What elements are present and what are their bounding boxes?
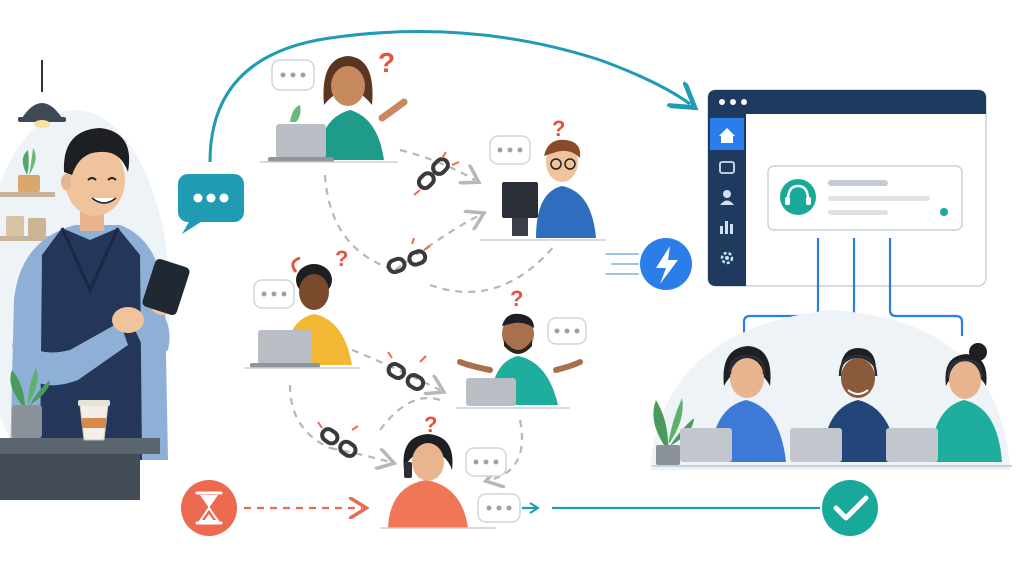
- user-icon: [720, 190, 734, 205]
- checkmark-icon: [833, 495, 869, 521]
- agent-5: ?: [380, 412, 521, 529]
- cafe-counter: [0, 368, 160, 500]
- question-mark-icon: ?: [378, 47, 395, 78]
- agent-3: ?: [244, 246, 360, 369]
- bar-chart-icon: [720, 221, 733, 234]
- speed-lines: [605, 253, 639, 275]
- agent-2: ?: [480, 116, 606, 241]
- home-icon: [719, 128, 735, 143]
- broken-chain-link-icon: [386, 237, 431, 275]
- broken-chain-link-icon: [413, 151, 460, 196]
- direct-route-arrow: [208, 30, 690, 163]
- agent-1: ?: [260, 47, 408, 163]
- resolved-badge: [822, 480, 878, 536]
- chat-bubble: [253, 279, 295, 309]
- inbox-icon: [719, 161, 735, 174]
- headset-icon: [946, 358, 984, 379]
- headset-icon: [785, 184, 811, 205]
- ticket-card: [767, 165, 963, 231]
- team-agent-1: [680, 346, 786, 462]
- speech-bubble-icon: [193, 193, 229, 203]
- chat-bubble: [465, 447, 507, 477]
- window-controls: [719, 99, 747, 105]
- headset-icon: [838, 354, 878, 377]
- question-mark-icon: ?: [335, 246, 348, 271]
- broken-chain-link-icon: [317, 421, 359, 459]
- chat-bubble: [477, 493, 521, 523]
- gear-icon: [720, 251, 734, 265]
- question-mark-icon: ?: [510, 286, 523, 311]
- customer-with-phone: [10, 128, 190, 460]
- hourglass-badge: [181, 480, 237, 536]
- customer-message-bubble: [178, 174, 244, 234]
- fast-route-badge: [640, 238, 692, 290]
- lightning-bolt-icon: [656, 246, 678, 284]
- team-agent-2: [790, 348, 898, 462]
- dashboard-nav: [710, 118, 744, 265]
- chat-bubble: [489, 135, 531, 165]
- hourglass-icon: [195, 491, 223, 525]
- headset-icon: [728, 354, 766, 375]
- chat-bubble: [547, 317, 587, 345]
- team-agent-3: [886, 343, 1002, 462]
- agent-4: ?: [456, 286, 587, 409]
- question-mark-icon: ?: [424, 412, 437, 437]
- question-mark-icon: ?: [552, 116, 565, 141]
- helpdesk-dashboard: [707, 89, 987, 287]
- broken-chain-link-icon: [386, 351, 427, 391]
- support-team: [650, 310, 1012, 470]
- chat-bubble: [271, 59, 315, 91]
